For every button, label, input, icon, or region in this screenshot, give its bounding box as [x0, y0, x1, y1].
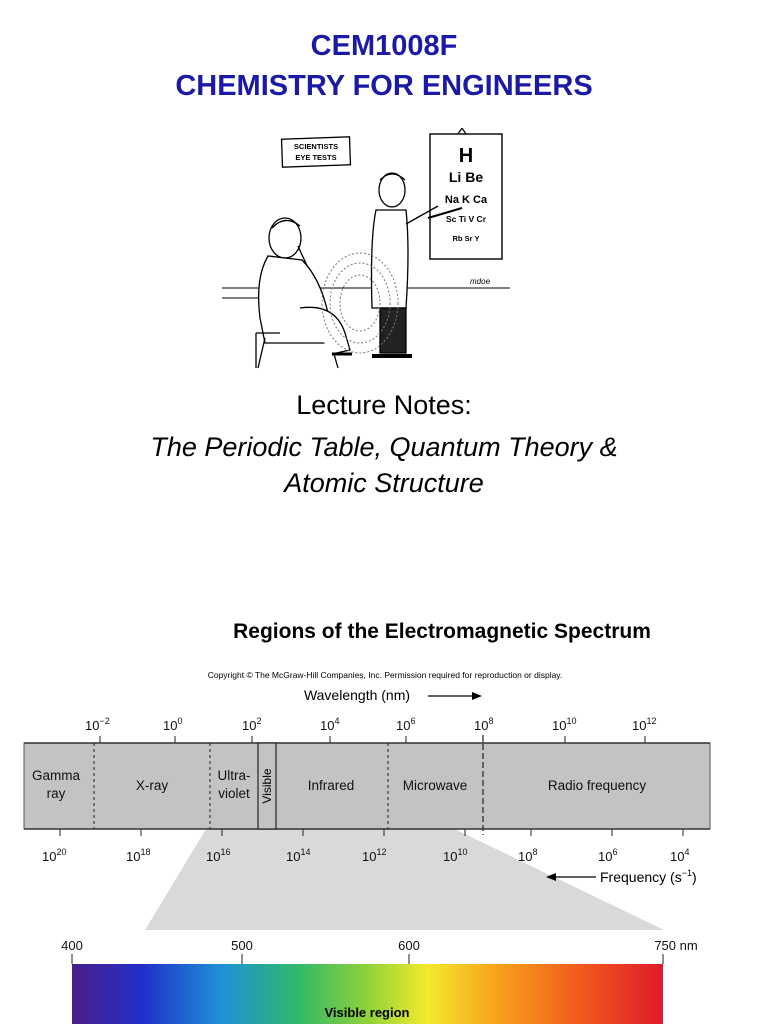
frequency-tick-marks	[59, 829, 684, 836]
frequency-tick-label: 1016	[206, 847, 230, 864]
frequency-tick-label: 106	[598, 847, 617, 864]
frequency-tick-label: 1018	[126, 847, 150, 864]
chart-row-5: Rb Sr Y	[453, 234, 480, 243]
wavelength-tick-label: 1010	[552, 716, 576, 733]
frequency-tick-label: 1010	[443, 847, 467, 864]
region-uv-line-2: violet	[218, 786, 250, 801]
frequency-tick-label: 104	[670, 847, 689, 864]
wavelength-axis-label: Wavelength (nm)	[304, 687, 410, 703]
wavelength-tick-label: 102	[242, 716, 261, 733]
frequency-tick-label: 1012	[362, 847, 386, 864]
region-microwave: Microwave	[403, 778, 468, 793]
course-name: CHEMISTRY FOR ENGINEERS	[175, 70, 593, 102]
lecture-title-line-2: Atomic Structure	[284, 468, 484, 498]
wavelength-tick-label: 1012	[632, 716, 656, 733]
lecture-title-line-1: The Periodic Table, Quantum Theory &	[150, 432, 618, 462]
eye-test-cartoon-illustration: SCIENTISTS EYE TESTS H Li Be Na K Ca Sc …	[222, 128, 510, 369]
lecture-notes-label: Lecture Notes:	[296, 390, 472, 420]
visible-rainbow-strip	[72, 964, 663, 1024]
standing-scientist-figure	[370, 172, 463, 358]
spectrum-title: Regions of the Electromagnetic Spectrum	[233, 620, 651, 643]
eye-test-sign: SCIENTISTS EYE TESTS	[280, 136, 352, 168]
seated-scientist-figure	[255, 217, 352, 369]
region-xray: X-ray	[136, 778, 169, 793]
wavelength-tick-label: 104	[320, 716, 339, 733]
frequency-tick-label: 1014	[286, 847, 310, 864]
frequency-tick-label: 1020	[42, 847, 66, 864]
visible-tick-600: 600	[398, 938, 420, 953]
region-dividers	[93, 743, 389, 829]
periodic-eye-chart: H Li Be Na K Ca Sc Ti V Cr Rb Sr Y	[429, 128, 503, 260]
visible-tick-750: 750 nm	[654, 938, 697, 953]
sign-line-2: EYE TESTS	[295, 153, 336, 162]
frequency-tick-label: 108	[518, 847, 537, 864]
region-infrared: Infrared	[308, 778, 355, 793]
sign-line-1: SCIENTISTS	[294, 142, 338, 151]
chart-row-1: H	[459, 145, 473, 167]
visible-tick-marks	[71, 954, 664, 964]
frequency-arrow	[546, 873, 596, 881]
spectrum-band	[23, 742, 711, 830]
visible-region-label: Visible region	[324, 1005, 409, 1020]
wavelength-arrow	[428, 692, 482, 700]
wavelength-tick-label: 106	[396, 716, 415, 733]
frequency-axis-label: Frequency (s−1)	[600, 868, 697, 885]
visible-tick-400: 400	[61, 938, 83, 953]
wavelength-tick-label: 10−2	[85, 716, 110, 733]
wavelength-tick-label: 100	[163, 716, 182, 733]
copyright-notice: Copyright © The McGraw-Hill Companies, I…	[208, 670, 563, 680]
region-gamma-line-2: ray	[47, 786, 66, 801]
region-uv-line-1: Ultra-	[218, 768, 251, 783]
region-visible: Visible	[260, 768, 274, 803]
chart-row-4: Sc Ti V Cr	[446, 214, 487, 224]
vision-swirl	[321, 252, 399, 354]
chart-row-2: Li Be	[449, 169, 483, 185]
visible-tick-500: 500	[231, 938, 253, 953]
chart-row-3: Na K Ca	[445, 194, 488, 206]
cartoon-signature: mdoe	[470, 277, 491, 286]
electromagnetic-spectrum-diagram: Copyright © The McGraw-Hill Companies, I…	[23, 670, 711, 1024]
course-code: CEM1008F	[310, 30, 458, 62]
wavelength-tick-marks	[99, 736, 646, 743]
wavelength-tick-label: 108	[474, 716, 493, 733]
region-radio: Radio frequency	[548, 778, 647, 793]
visible-band	[257, 742, 277, 830]
region-gamma-line-1: Gamma	[32, 768, 81, 783]
